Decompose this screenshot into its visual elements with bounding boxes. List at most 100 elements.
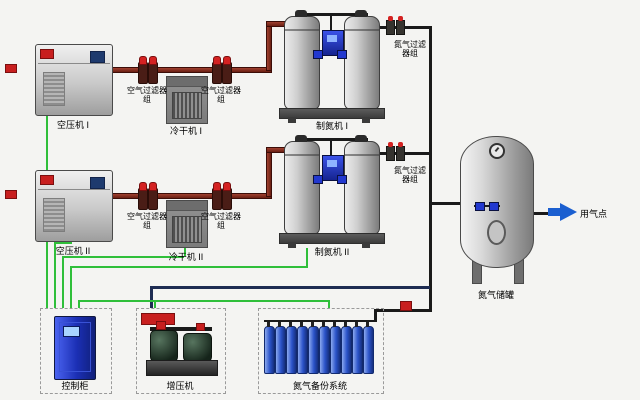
dryer-panel (167, 77, 207, 87)
booster-motor (150, 330, 178, 362)
air-filter-icon (212, 56, 222, 84)
control-line-segment (184, 246, 186, 256)
n2-tank-inlet (431, 202, 461, 205)
vent-grille-icon (43, 72, 65, 106)
status-tag-icon (156, 321, 166, 330)
refrigerated-dryer-1 (166, 76, 208, 124)
refrigerated-dryer-2 (166, 200, 208, 248)
gas-cylinder (286, 322, 297, 374)
cabinet-door (59, 322, 91, 372)
pressure-gauge-icon (489, 143, 505, 159)
flow-arrow-tail (548, 208, 560, 216)
booster-motor (183, 333, 212, 362)
booster-line-horizontal (150, 286, 430, 289)
air-compressor-1 (35, 44, 113, 116)
control-line-segment (70, 266, 308, 268)
valve-icon (475, 202, 485, 211)
valve-icon (337, 175, 347, 184)
gas-cylinder (352, 322, 363, 374)
air-filter-icon (212, 182, 222, 210)
nitrogen-filter-icon (396, 16, 405, 35)
control-line-segment (328, 300, 330, 308)
air-filter-icon (222, 182, 232, 210)
backup-enclosure (258, 308, 384, 394)
booster-line-riser (150, 286, 153, 308)
tank-valve-stem (474, 205, 500, 207)
label-n2-filter-group: 氮气过滤器组 (394, 166, 426, 184)
generator2-tower-left (284, 135, 320, 235)
panel-seam (38, 63, 110, 64)
air-pipe-row1 (110, 67, 272, 73)
label-control-cabinet: 控制柜 (61, 381, 89, 391)
n2-tank-outlet (531, 212, 551, 215)
air-pipe-row2-riser (266, 149, 272, 197)
label-use-point: 用气点 (580, 209, 608, 219)
generator1-valve-box (322, 30, 344, 56)
nitrogen-filter-icon (396, 142, 405, 161)
generator1-foot (288, 117, 296, 123)
air-filter-icon (148, 182, 158, 210)
air-pipe-row1-top (266, 21, 292, 27)
label-dryer-1: 冷干机 I (169, 126, 202, 136)
control-line-segment (54, 242, 56, 308)
air-filter-icon (222, 56, 232, 84)
status-tag-icon (196, 323, 205, 331)
air-compressor-2 (35, 170, 113, 242)
label-generator-2: 制氮机 II (314, 247, 350, 257)
label-compressor-2: 空压机 II (55, 246, 91, 256)
gas-cylinder (341, 322, 352, 374)
n2-backup-drop (374, 309, 377, 322)
control-line-segment (62, 256, 64, 308)
generator2-base (279, 233, 385, 244)
sensor-tag-icon (5, 64, 17, 73)
n2-stub-gen2 (330, 141, 332, 155)
gas-cylinder (330, 322, 341, 374)
gas-cylinder (319, 322, 330, 374)
air-pipe-row1-riser (266, 23, 272, 71)
label-n2-filter-group: 氮气过滤器组 (394, 40, 426, 58)
generator1-foot (362, 117, 370, 123)
label-booster: 增压机 (166, 381, 194, 391)
nitrogen-filter-icon (386, 142, 395, 161)
air-filter-icon (138, 56, 148, 84)
control-line-segment (306, 248, 308, 266)
dryer-grille-icon (172, 216, 202, 243)
air-pipe-row2-top (266, 147, 292, 153)
label-backup-system: 氮气备份系统 (292, 381, 347, 391)
panel-seam (38, 189, 110, 190)
generator2-tower-right (344, 135, 380, 235)
control-line-segment (78, 300, 80, 308)
n2-manifold-gen1 (296, 13, 368, 16)
status-tag-icon (40, 175, 54, 185)
gas-cylinder (363, 322, 374, 374)
generator1-base (279, 108, 385, 119)
n2-stub-gen1 (330, 16, 332, 30)
n2-main-riser (429, 26, 432, 312)
generator2-foot (362, 242, 370, 248)
valve-icon (489, 202, 499, 211)
control-line-segment (78, 300, 330, 302)
label-tank: 氮气储罐 (477, 290, 514, 300)
air-filter-icon (148, 56, 158, 84)
generator2-foot (288, 242, 296, 248)
label-air-filter-group: 空气过滤器组 (127, 86, 167, 104)
label-compressor-1: 空压机 I (56, 120, 89, 130)
n2-manifold-gen2 (296, 138, 368, 141)
valve-icon (313, 175, 323, 184)
gas-cylinder (297, 322, 308, 374)
nitrogen-filter-icon (386, 16, 395, 35)
label-air-filter-group: 空气过滤器组 (127, 212, 167, 230)
valve-icon (313, 50, 323, 59)
booster-enclosure (136, 308, 226, 394)
control-line-segment (54, 242, 72, 244)
sensor-tag-icon (5, 190, 17, 199)
gas-cylinder (308, 322, 319, 374)
flow-arrow-icon (560, 203, 577, 221)
cylinder-manifold (264, 320, 376, 322)
cabinet-screen-icon (63, 326, 80, 337)
brand-plate-icon (90, 177, 105, 189)
backup-valve-icon (400, 301, 412, 311)
control-cabinet (54, 316, 96, 380)
dryer-panel (167, 201, 207, 211)
